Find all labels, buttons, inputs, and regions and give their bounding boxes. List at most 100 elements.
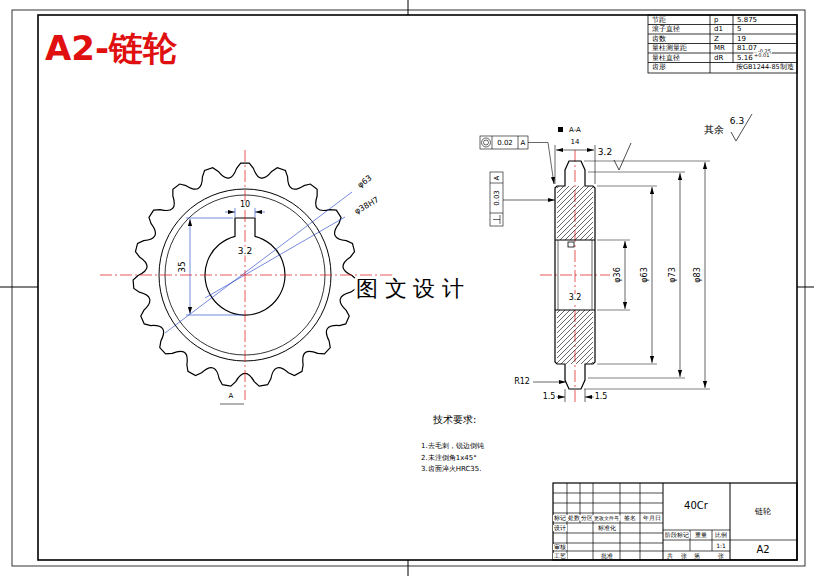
title-block-part: [553, 533, 663, 534]
center-lines: [100, 150, 610, 402]
front-view-dimensions-part: [255, 208, 256, 217]
front-view-dimensions-part: [225, 212, 235, 213]
title-block-cell: 年月日: [642, 515, 662, 521]
title-block-cell: 1:1: [715, 543, 727, 549]
title-block: [553, 483, 797, 560]
section-dimensions-part: [614, 143, 631, 170]
dimension-text: φ83: [694, 266, 702, 283]
center-lines-part: [100, 275, 395, 276]
dimension-text: 0.03: [493, 189, 500, 207]
title-block-part: [690, 530, 691, 551]
dimension-text: 3.2: [568, 294, 583, 302]
requirement-note: 3.齿面淬火HRC35.: [420, 466, 482, 473]
section-dimensions-part: [484, 140, 489, 145]
sheet-frame-part: [12, 10, 805, 566]
dimension-text: 3.2: [237, 247, 253, 256]
dimension-text: 3.2: [597, 148, 613, 157]
front-view-dimensions-part: [190, 219, 191, 314]
section-dimensions-part: [503, 200, 555, 201]
parameter-cell: 节距: [651, 16, 667, 23]
dimension-text: φ38H7: [353, 195, 382, 216]
front-view-dimensions-part: [186, 218, 233, 219]
title-block-part: [663, 540, 797, 541]
front-view-dimensions-part: [235, 208, 236, 217]
parameter-cell: 量柱直径: [651, 54, 681, 61]
parameter-cell: 量柱测量距: [651, 45, 688, 52]
title-block-part: [553, 543, 663, 544]
title-block-cell: 重量: [694, 532, 708, 538]
title-block-cell: 共: [666, 553, 674, 559]
title-block-part: [620, 483, 621, 560]
section-dimensions-part: [584, 161, 710, 162]
title-block-cell: 分区: [580, 515, 594, 521]
sprocket-section-part: [555, 240, 595, 241]
section-dimensions-part: [480, 136, 528, 149]
requirement-note: 2.未注倒角1x45°: [420, 455, 478, 462]
section-dimensions-part: [555, 145, 556, 184]
title-block-cell: 标准化: [597, 525, 617, 531]
section-dimensions-part: [588, 172, 685, 173]
section-dimensions-part: [493, 219, 500, 220]
title-block-part: [663, 551, 730, 552]
front-view-dimensions-part: [255, 212, 265, 213]
sprocket-section-part: [555, 161, 595, 389]
dimension-text: A: [228, 393, 235, 400]
parameter-cell: Z: [713, 35, 720, 42]
parameter-cell: 5.16: [736, 54, 754, 61]
dimension-text: 10: [239, 201, 251, 209]
parameter-table-part: [648, 15, 797, 73]
title-block-part: [730, 483, 731, 560]
center-lines-part: [245, 150, 246, 400]
title-block-cell: 签名: [623, 515, 637, 521]
front-view-dimensions-part: [165, 192, 352, 333]
dimension-text: A: [520, 139, 527, 146]
title-block-cell: 工艺: [553, 553, 567, 559]
front-view-dimensions-part: [205, 217, 345, 298]
drawing-title: A2-链轮: [44, 31, 178, 65]
section-dimensions-part: [705, 162, 706, 388]
parameter-cell: 齿数: [651, 35, 667, 42]
parameter-table-part: [733, 15, 734, 63]
title-block-part: [663, 483, 664, 560]
requirement-note: 1.去毛刺，锐边倒钝: [420, 443, 485, 450]
title-block-cell: 批准: [600, 553, 614, 559]
parameter-cell: MR: [713, 45, 726, 52]
section-dimensions-part: [597, 364, 657, 365]
sprocket-section-part: [555, 310, 595, 311]
parameter-cell: dR: [713, 54, 724, 61]
front-view-dimensions: [165, 192, 352, 404]
title-block-cell: 第: [693, 553, 701, 559]
parameter-cell: 按GB1244-85制造: [735, 64, 795, 71]
parameter-cell: 齿形: [651, 64, 667, 71]
section-dimensions-part: [652, 187, 653, 363]
title-block-cell: 更改文件号: [593, 516, 620, 521]
watermark: 图 文 设 计: [355, 278, 466, 300]
title-block-cell: 链轮: [754, 508, 772, 516]
parameter-cell: 5.875: [736, 16, 758, 23]
dimension-text: 35: [178, 260, 187, 273]
sheet-frame-part: [408, 560, 409, 576]
title-block-part: [640, 483, 641, 560]
parameter-cell: 5: [736, 26, 742, 33]
dimension-text: 14: [570, 139, 581, 146]
title-block-part: [553, 551, 663, 552]
parameter-table-part: [648, 34, 797, 35]
section-dimensions-part: [518, 136, 519, 149]
dimension-text: 其余: [703, 125, 725, 135]
title-block-cell: 40Cr: [683, 501, 709, 511]
parameter-cell: 滚子直径: [651, 26, 681, 33]
sprocket-section-part: [592, 240, 593, 310]
title-block-cell: 张: [717, 553, 725, 559]
title-block-part: [593, 483, 594, 560]
section-dimensions-part: [595, 145, 596, 184]
parameter-cell: d1: [713, 26, 724, 33]
dimension-text: φ36: [614, 266, 622, 283]
title-block-cell: A2: [755, 545, 770, 555]
section-dimensions-part: [528, 143, 554, 185]
section-dimensions-part: [680, 173, 681, 377]
sprocket-section-part: [568, 242, 574, 247]
sprocket-section-part: [558, 127, 563, 132]
section-dimensions-part: [556, 150, 594, 151]
sheet-frame-part: [797, 287, 814, 288]
